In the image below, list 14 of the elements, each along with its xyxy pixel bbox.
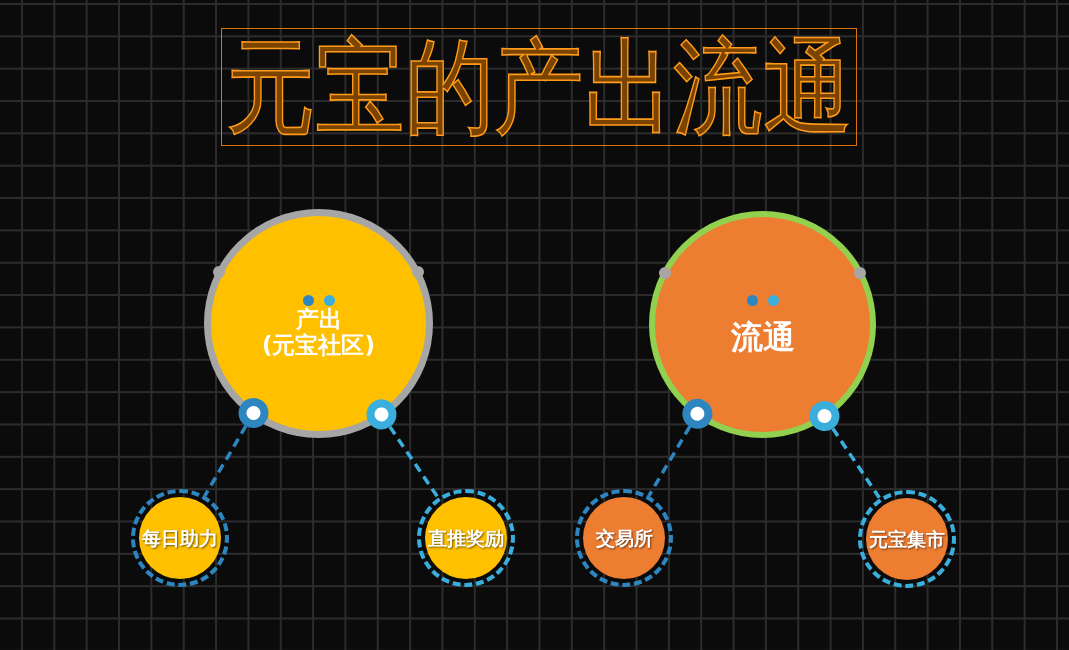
- dashed-connector: [203, 398, 269, 497]
- dashed-connector: [366, 399, 440, 499]
- node-label: 产出: [295, 306, 342, 332]
- node-label: 交易所: [595, 527, 653, 549]
- dashed-connector: [809, 401, 881, 499]
- node-label: 流通: [730, 318, 795, 356]
- title: 元宝的产出流通: [221, 28, 857, 146]
- node-label: 直推奖励: [427, 527, 504, 549]
- dashed-connector: [647, 398, 713, 497]
- node-label: 元宝集市: [868, 527, 945, 550]
- circle-node: [575, 489, 673, 587]
- node-label: 每日助力: [142, 527, 218, 549]
- circle-node: [857, 489, 956, 588]
- node-label: (元宝社区): [262, 332, 375, 358]
